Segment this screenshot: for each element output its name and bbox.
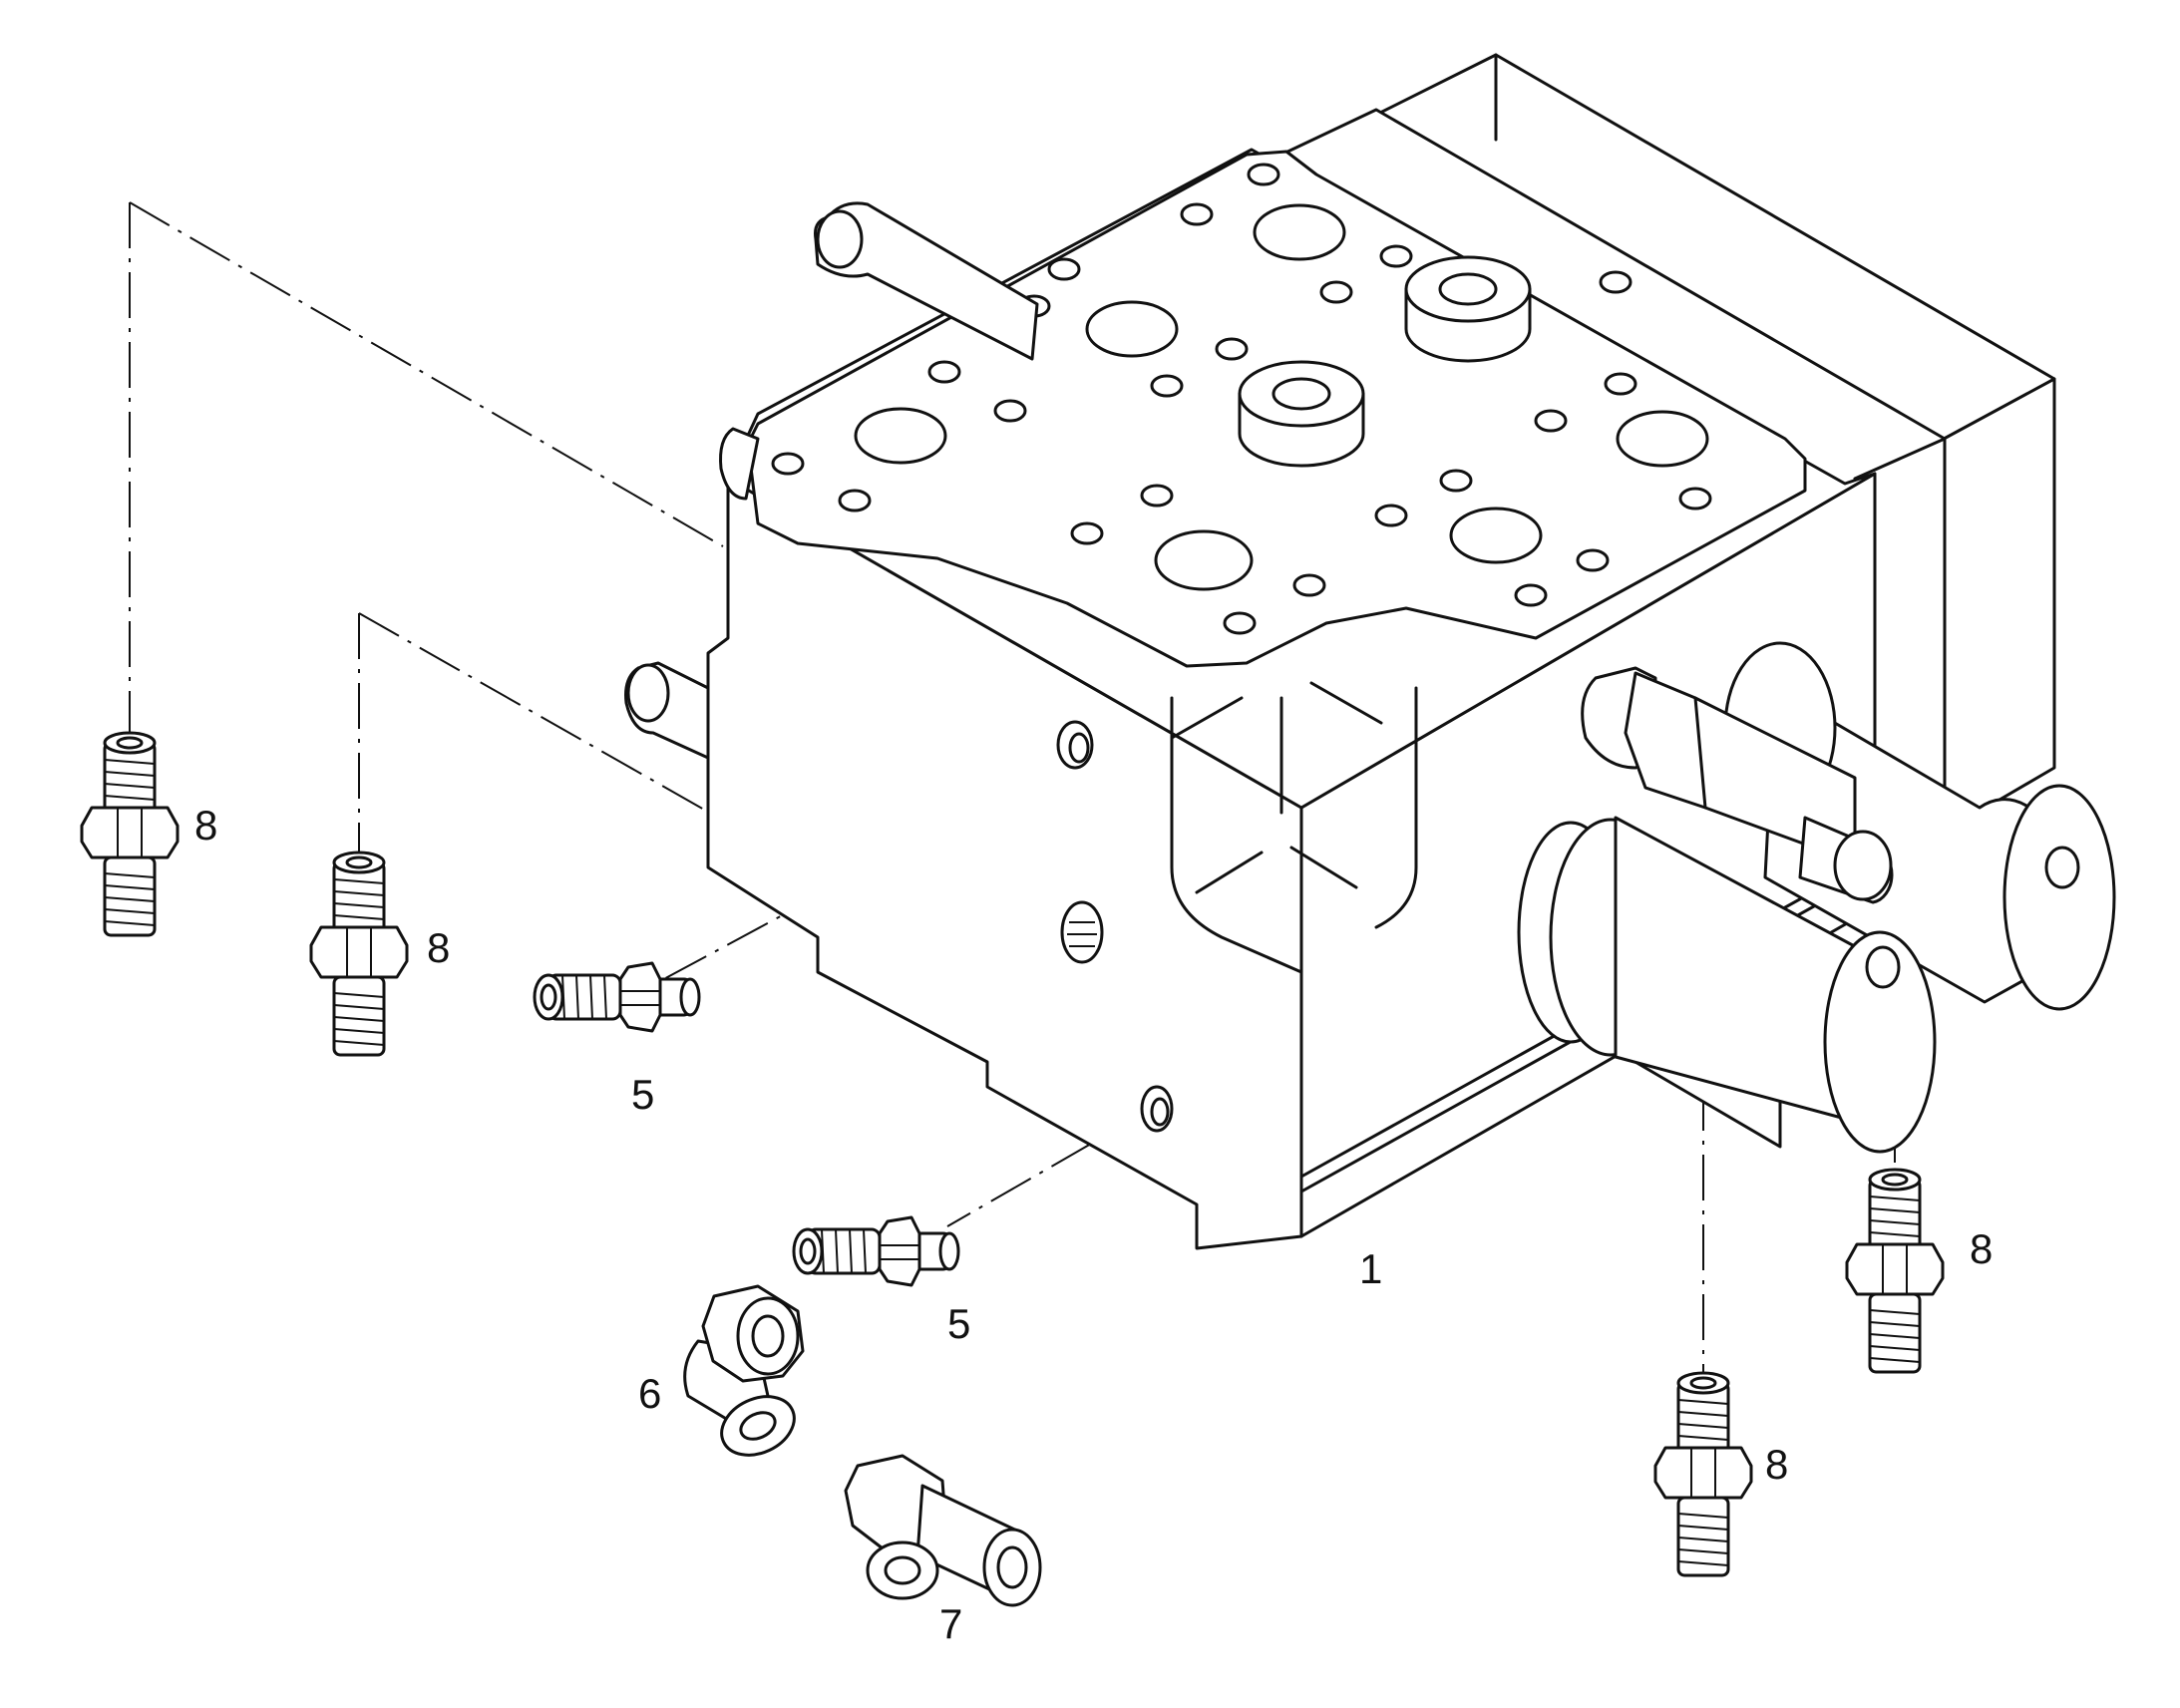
label-item-8b: 8 [427,924,450,971]
label-item-8a: 8 [194,802,217,849]
solenoid-cartridges [1517,641,2116,1154]
label-item-8c: 8 [1970,1225,1993,1272]
adapter-fitting-8c [1845,1168,1945,1374]
control-valve-body [624,53,2056,1250]
plate-bosses [1238,255,1532,468]
label-item-8d: 8 [1765,1441,1788,1488]
adapter-fitting-5b [792,1215,960,1287]
label-item-5a: 5 [631,1071,654,1118]
adapter-fitting-8b [309,851,409,1057]
label-item-1: 1 [1359,1245,1382,1292]
label-item-7: 7 [939,1600,962,1647]
elbow-fitting-6 [683,1284,805,1457]
callout-labels: 1 5 5 6 7 8 8 8 8 [194,802,1993,1647]
label-item-6: 6 [638,1370,661,1417]
label-item-5b: 5 [947,1300,970,1347]
tee-fitting-7 [844,1454,1042,1607]
adapter-fitting-8a [80,731,180,937]
adapter-fitting-8d [1653,1371,1753,1577]
plate-ports [771,163,1712,635]
